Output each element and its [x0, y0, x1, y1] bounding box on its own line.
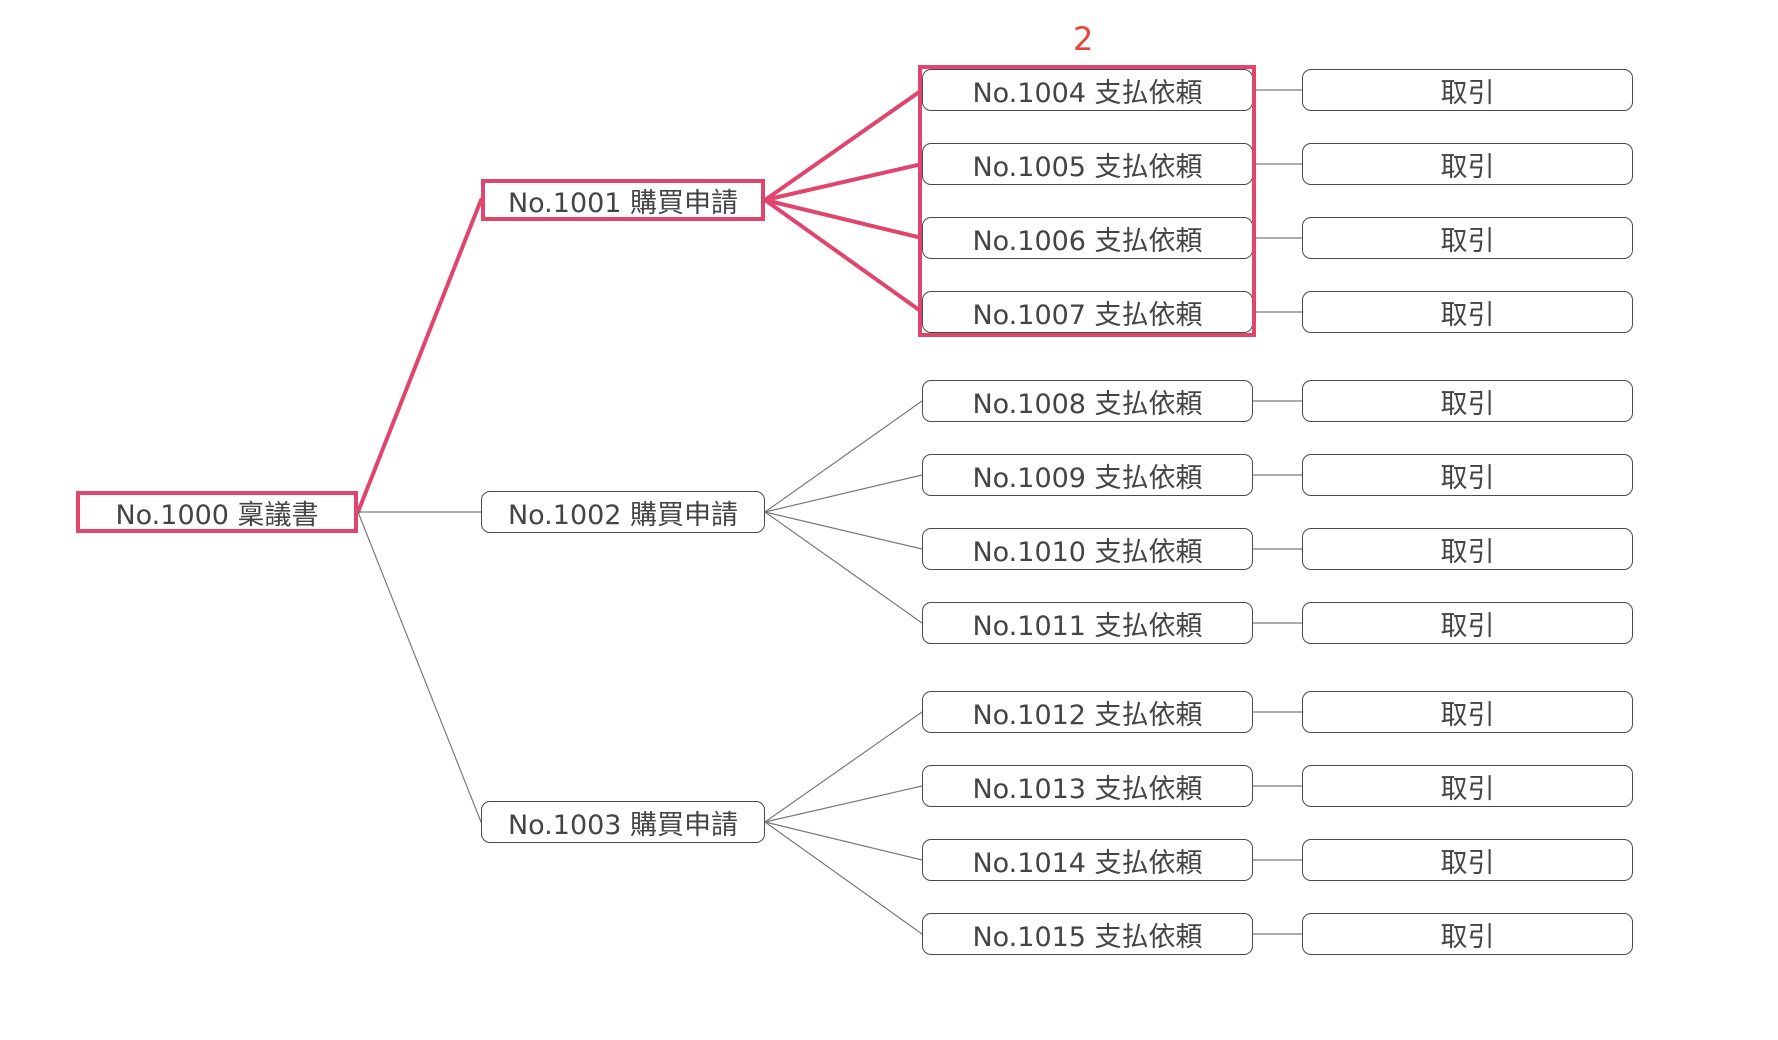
edge-n1001-n1004 — [763, 88, 924, 202]
node-txn-1005-label: 取引 — [1440, 151, 1495, 183]
node-purchase-1002[interactable]: No.1002 購買申請 — [481, 491, 765, 533]
node-txn-1011-label: 取引 — [1440, 610, 1495, 642]
node-payment-1008[interactable]: No.1008 支払依頼 — [922, 380, 1253, 422]
node-payment-1014[interactable]: No.1014 支払依頼 — [922, 839, 1253, 881]
node-txn-1009-label: 取引 — [1440, 462, 1495, 494]
node-payment-1010[interactable]: No.1010 支払依頼 — [922, 528, 1253, 570]
node-payment-1004[interactable]: No.1004 支払依頼 — [922, 69, 1253, 111]
edge-n1002-n1011 — [764, 511, 923, 624]
node-txn-1013-label: 取引 — [1440, 773, 1495, 805]
node-root-1000-label: No.1000 稟議書 — [115, 499, 319, 531]
node-payment-1008-label: No.1008 支払依頼 — [972, 388, 1203, 420]
node-payment-1014-label: No.1014 支払依頼 — [972, 847, 1203, 879]
node-payment-1005-label: No.1005 支払依頼 — [972, 151, 1203, 183]
node-purchase-1003-label: No.1003 購買申請 — [507, 809, 739, 841]
node-txn-1004-label: 取引 — [1440, 77, 1495, 109]
edge-n1002-n1010 — [764, 511, 923, 550]
node-txn-1007[interactable]: 取引 — [1302, 291, 1633, 333]
node-purchase-1003[interactable]: No.1003 購買申請 — [481, 801, 765, 843]
node-purchase-1002-label: No.1002 購買申請 — [507, 499, 739, 531]
node-purchase-1001[interactable]: No.1001 購買申請 — [481, 179, 765, 221]
node-purchase-1001-label: No.1001 購買申請 — [507, 187, 739, 219]
edge-n1001-n1006 — [763, 198, 924, 240]
node-payment-1006[interactable]: No.1006 支払依頼 — [922, 217, 1253, 259]
node-txn-1007-label: 取引 — [1440, 299, 1495, 331]
node-payment-1010-label: No.1010 支払依頼 — [972, 536, 1203, 568]
node-payment-1013[interactable]: No.1013 支払依頼 — [922, 765, 1253, 807]
node-txn-1006[interactable]: 取引 — [1302, 217, 1633, 259]
node-txn-1015[interactable]: 取引 — [1302, 913, 1633, 955]
node-payment-1015[interactable]: No.1015 支払依頼 — [922, 913, 1253, 955]
node-payment-1015-label: No.1015 支払依頼 — [972, 921, 1203, 953]
node-payment-1009-label: No.1009 支払依頼 — [972, 462, 1203, 494]
node-txn-1012[interactable]: 取引 — [1302, 691, 1633, 733]
node-payment-1009[interactable]: No.1009 支払依頼 — [922, 454, 1253, 496]
edge-n1002-n1009 — [764, 474, 923, 513]
node-txn-1008[interactable]: 取引 — [1302, 380, 1633, 422]
node-payment-1012[interactable]: No.1012 支払依頼 — [922, 691, 1253, 733]
node-payment-1011[interactable]: No.1011 支払依頼 — [922, 602, 1253, 644]
node-txn-1008-label: 取引 — [1440, 388, 1495, 420]
highlight-group-box — [918, 65, 1256, 337]
node-payment-1007-label: No.1007 支払依頼 — [972, 299, 1203, 331]
edge-root-n1001 — [356, 198, 483, 514]
edge-n1002-n1008 — [764, 400, 923, 513]
node-txn-1010-label: 取引 — [1440, 536, 1495, 568]
node-txn-1014[interactable]: 取引 — [1302, 839, 1633, 881]
node-txn-1006-label: 取引 — [1440, 225, 1495, 257]
edge-n1001-n1005 — [763, 162, 924, 202]
node-payment-1004-label: No.1004 支払依頼 — [972, 77, 1203, 109]
node-txn-1015-label: 取引 — [1440, 921, 1495, 953]
annotation-label: 2 — [1073, 20, 1094, 58]
node-txn-1005[interactable]: 取引 — [1302, 143, 1633, 185]
edge-root-n1003 — [357, 511, 482, 823]
node-root-1000[interactable]: No.1000 稟議書 — [76, 491, 358, 533]
edge-n1003-n1015 — [764, 821, 923, 935]
node-txn-1014-label: 取引 — [1440, 847, 1495, 879]
edge-n1003-n1012 — [764, 711, 923, 823]
node-txn-1013[interactable]: 取引 — [1302, 765, 1633, 807]
node-payment-1012-label: No.1012 支払依頼 — [972, 699, 1203, 731]
node-txn-1011[interactable]: 取引 — [1302, 602, 1633, 644]
node-txn-1009[interactable]: 取引 — [1302, 454, 1633, 496]
node-payment-1007[interactable]: No.1007 支払依頼 — [922, 291, 1253, 333]
edge-n1003-n1014 — [764, 821, 923, 861]
node-txn-1004[interactable]: 取引 — [1302, 69, 1633, 111]
node-payment-1013-label: No.1013 支払依頼 — [972, 773, 1203, 805]
edge-n1003-n1013 — [764, 785, 923, 823]
edge-n1001-n1007 — [763, 198, 924, 314]
node-txn-1012-label: 取引 — [1440, 699, 1495, 731]
node-payment-1011-label: No.1011 支払依頼 — [972, 610, 1203, 642]
node-txn-1010[interactable]: 取引 — [1302, 528, 1633, 570]
node-payment-1006-label: No.1006 支払依頼 — [972, 225, 1203, 257]
